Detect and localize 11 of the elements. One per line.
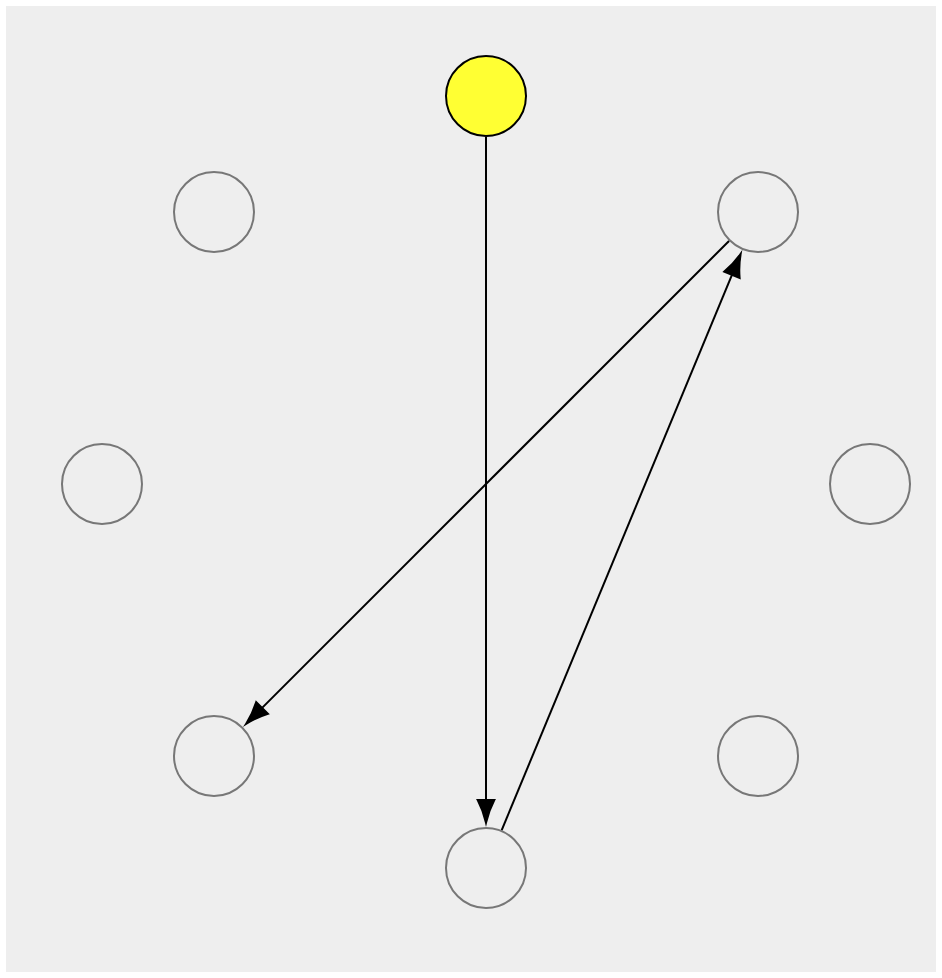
- arrow: [245, 240, 730, 725]
- empty-circle: [173, 715, 255, 797]
- empty-circle: [829, 443, 911, 525]
- empty-circle: [445, 827, 527, 909]
- arrow: [500, 252, 742, 832]
- empty-circle: [717, 171, 799, 253]
- empty-circle: [717, 715, 799, 797]
- start-circle: [445, 55, 527, 137]
- arrow: [476, 136, 496, 824]
- empty-circle: [61, 443, 143, 525]
- empty-circle: [173, 171, 255, 253]
